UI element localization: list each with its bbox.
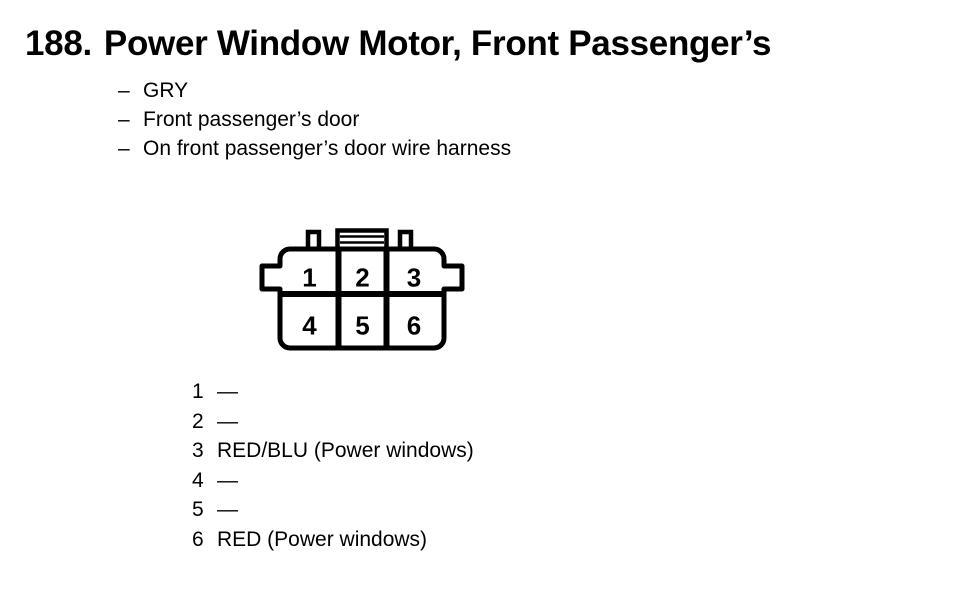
note-item: – GRY xyxy=(118,76,511,105)
pin-cell-2: 2 xyxy=(355,263,369,293)
pin-value: — xyxy=(217,498,238,521)
bullet-dash: – xyxy=(118,137,130,160)
pin-number: 4 xyxy=(192,468,204,492)
pin-number: 6 xyxy=(192,527,204,551)
connector-diagram: 1 2 3 4 5 6 xyxy=(259,228,465,351)
section-header: 188. Power Window Motor, Front Passenger… xyxy=(25,24,772,64)
connector-body xyxy=(259,246,465,351)
pin-number: 1 xyxy=(192,380,204,403)
item-number: 188. xyxy=(25,24,92,63)
pin-row: 6 RED (Power windows) xyxy=(192,525,474,555)
pin-cell-5: 5 xyxy=(355,311,369,341)
note-text-color: GRY xyxy=(143,79,189,102)
note-item: – Front passenger’s door xyxy=(118,105,511,134)
pin-cell-3: 3 xyxy=(407,263,421,293)
pin-value: RED (Power windows) xyxy=(217,527,428,551)
pin-row: 2 — xyxy=(192,407,474,437)
bullet-dash: – xyxy=(118,79,130,102)
pin-row: 1 — xyxy=(192,377,474,407)
pin-value: — xyxy=(217,468,238,492)
connector-index-tab-right xyxy=(397,229,414,252)
note-text-harness: On front passenger’s door wire harness xyxy=(143,137,512,160)
pin-list: 1 — 2 — 3 RED/BLU (Power windows) 4 — 5 … xyxy=(192,377,474,554)
pin-value: RED/BLU (Power windows) xyxy=(217,439,474,462)
pin-cell-1: 1 xyxy=(302,263,316,293)
pin-number: 3 xyxy=(192,439,204,462)
pin-row: 3 RED/BLU (Power windows) xyxy=(192,436,474,466)
pin-number: 2 xyxy=(192,409,204,433)
pin-value: — xyxy=(217,409,238,433)
pin-row: 5 — xyxy=(192,495,474,525)
pin-cell-4: 4 xyxy=(302,311,317,341)
connector-index-tab-left xyxy=(305,229,322,252)
pin-cell-6: 6 xyxy=(407,311,421,341)
note-text-location: Front passenger’s door xyxy=(143,108,360,131)
page-title: Power Window Motor, Front Passenger’s xyxy=(103,24,772,63)
pin-value: — xyxy=(217,380,238,403)
pin-number: 5 xyxy=(192,498,204,521)
pin-row: 4 — xyxy=(192,466,474,496)
bullet-dash: – xyxy=(118,108,130,131)
note-item: – On front passenger’s door wire harness xyxy=(118,134,511,163)
connector-notes: – GRY – Front passenger’s door – On fron… xyxy=(118,76,511,163)
